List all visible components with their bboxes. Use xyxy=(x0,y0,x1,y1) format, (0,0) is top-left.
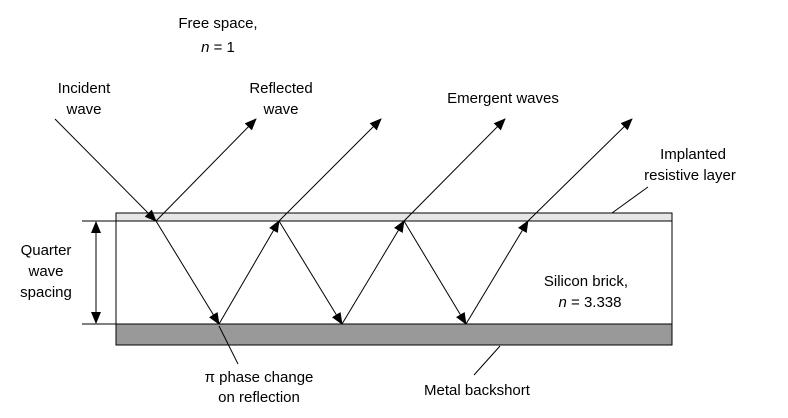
quarter-wave-label: Quarter xyxy=(21,242,72,259)
metal-backshort-label: Metal backshort xyxy=(424,382,531,399)
quarter-wave-label-3: spacing xyxy=(20,284,72,301)
free-space-index: n = 1 xyxy=(201,39,235,56)
resistive-layer-leader xyxy=(611,186,649,214)
reflected-wave-arrow xyxy=(155,118,257,222)
internal-ray-1 xyxy=(155,220,220,325)
phase-change-leader xyxy=(218,325,239,365)
phase-change-label-2: on reflection xyxy=(218,389,300,406)
incident-wave-label-2: wave xyxy=(65,101,101,118)
implanted-layer-label: Implanted xyxy=(660,146,726,163)
resistive-layer xyxy=(115,212,673,222)
reflected-wave-label: Reflected xyxy=(249,80,312,97)
backshort-leader xyxy=(473,345,501,376)
metal-backshort xyxy=(115,323,673,346)
free-space-label: Free space, xyxy=(178,15,257,32)
emergent-wave-arrow-2 xyxy=(403,118,506,222)
implanted-layer-label-2: resistive layer xyxy=(644,167,736,184)
internal-ray-6 xyxy=(465,220,529,325)
incident-wave-arrow xyxy=(54,118,157,222)
internal-ray-4 xyxy=(341,220,405,325)
emergent-wave-arrow-3 xyxy=(527,118,633,222)
internal-ray-5 xyxy=(403,220,467,325)
internal-ray-3 xyxy=(278,220,343,325)
silicon-brick-label: Silicon brick, xyxy=(544,273,628,290)
silicon-brick-index: n = 3.338 xyxy=(559,294,622,311)
emergent-wave-arrow-1 xyxy=(278,118,382,222)
reflected-wave-label-2: wave xyxy=(262,101,298,118)
incident-wave-label: Incident xyxy=(58,80,111,97)
quarter-wave-label-2: wave xyxy=(27,263,63,280)
emergent-waves-label: Emergent waves xyxy=(447,90,559,107)
phase-change-label: π phase change xyxy=(205,369,314,386)
internal-ray-2 xyxy=(218,220,280,325)
